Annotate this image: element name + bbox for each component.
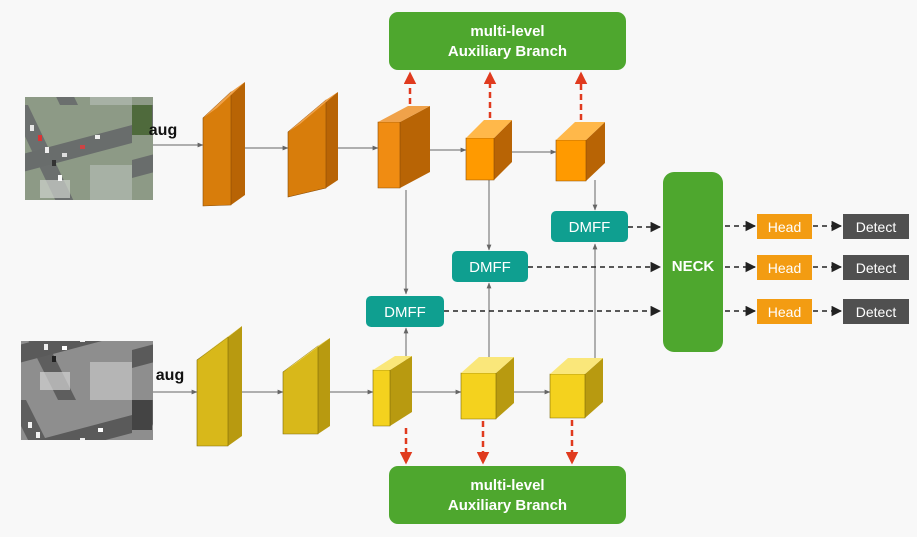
head-row-1: Head Detect bbox=[757, 214, 909, 239]
rgb-feature-block-1 bbox=[202, 82, 245, 207]
dmff-block-3: DMFF bbox=[551, 211, 628, 242]
aux-branch-bottom-line1: multi-level bbox=[470, 477, 544, 494]
head-label-3: Head bbox=[768, 304, 801, 320]
aux-arrows-bottom bbox=[399, 420, 579, 465]
head-label-2: Head bbox=[768, 260, 801, 276]
ir-feature-block-2 bbox=[282, 338, 330, 435]
detect-label-2: Detect bbox=[856, 260, 897, 276]
detect-label-3: Detect bbox=[856, 304, 897, 320]
ir-feature-block-5 bbox=[549, 358, 603, 419]
aux-branch-top-line2: Auxiliary Branch bbox=[448, 43, 567, 60]
rgb-feature-block-5 bbox=[555, 122, 605, 182]
ir-input-image bbox=[21, 341, 153, 440]
rgb-feature-block-3 bbox=[377, 106, 430, 189]
aux-branch-top: multi-level Auxiliary Branch bbox=[389, 12, 626, 70]
dmff-block-1: DMFF bbox=[366, 296, 444, 327]
ir-feature-block-4 bbox=[460, 357, 514, 420]
dmff-label-1: DMFF bbox=[384, 304, 426, 321]
aux-branch-bottom: multi-level Auxiliary Branch bbox=[389, 466, 626, 524]
rgb-input-image bbox=[25, 97, 153, 200]
aug-label-bottom: aug bbox=[156, 367, 184, 384]
rgb-feature-block-2 bbox=[287, 92, 338, 198]
neck-label: NECK bbox=[672, 258, 715, 275]
rgb-feature-block-4 bbox=[465, 120, 512, 181]
head-row-3: Head Detect bbox=[757, 299, 909, 324]
aug-label-top: aug bbox=[149, 122, 177, 139]
head-row-2: Head Detect bbox=[757, 255, 909, 280]
detect-label-1: Detect bbox=[856, 219, 897, 235]
head-label-1: Head bbox=[768, 219, 801, 235]
neck-to-head-arrows bbox=[725, 220, 843, 317]
aux-branch-bottom-line2: Auxiliary Branch bbox=[448, 497, 567, 514]
dmff-block-2: DMFF bbox=[452, 251, 528, 282]
dmff-to-neck-arrows bbox=[444, 221, 662, 317]
ir-backbone bbox=[196, 326, 603, 447]
aux-branch-top-line1: multi-level bbox=[470, 23, 544, 40]
detection-heads: Head Detect Head Detect Head Detect bbox=[725, 214, 909, 324]
ir-feature-block-1 bbox=[196, 326, 242, 447]
aux-arrows-top bbox=[403, 71, 588, 120]
neck-block: NECK bbox=[663, 172, 723, 352]
ir-feature-block-3 bbox=[372, 356, 412, 427]
dmff-label-3: DMFF bbox=[569, 219, 611, 236]
rgb-backbone bbox=[202, 82, 605, 207]
dmff-label-2: DMFF bbox=[469, 259, 511, 276]
